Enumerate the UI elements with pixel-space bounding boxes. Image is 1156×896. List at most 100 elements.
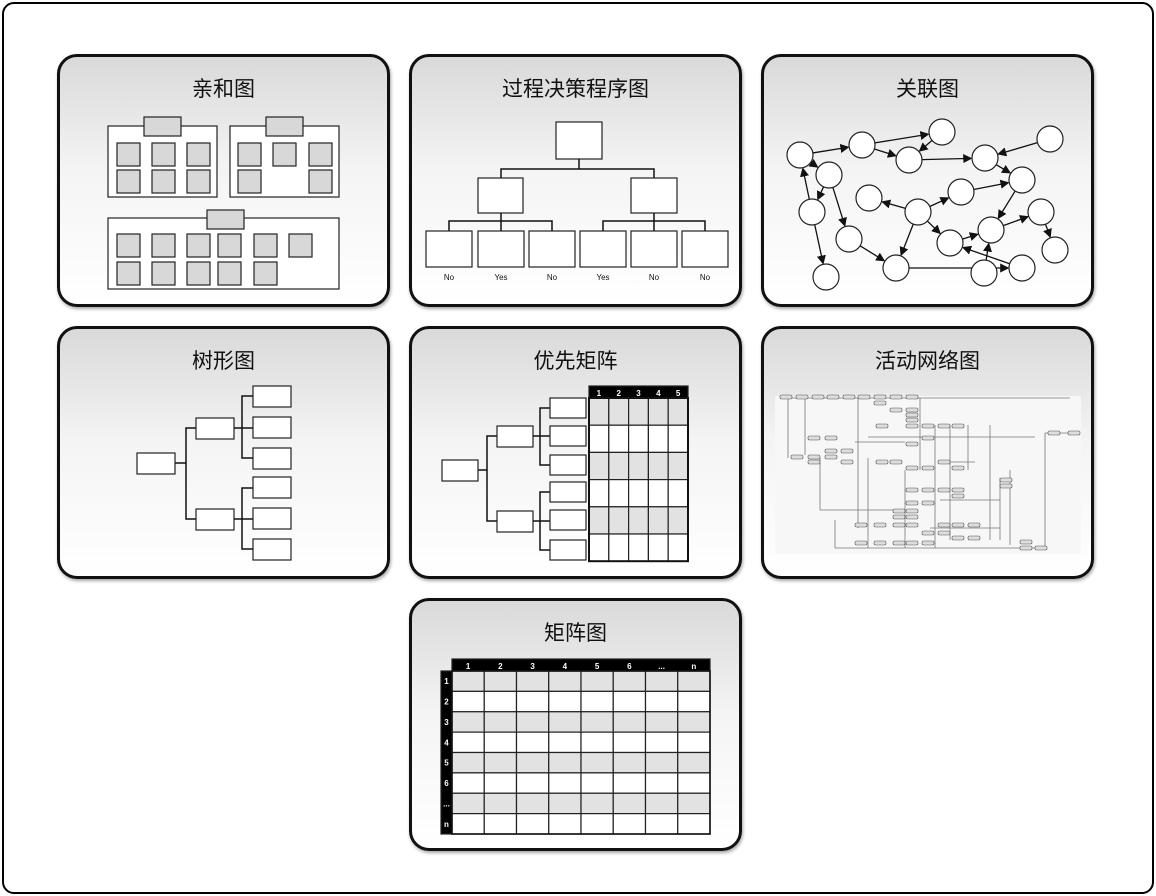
activity-node xyxy=(892,508,906,514)
matrix-cell xyxy=(647,451,669,481)
activity-node xyxy=(1067,430,1081,436)
activity-node xyxy=(937,530,951,536)
issue-node xyxy=(848,131,876,159)
relation-arrow xyxy=(859,245,886,262)
activity-node xyxy=(1047,430,1061,436)
activity-node xyxy=(951,535,965,541)
matrix-cell xyxy=(451,772,485,794)
column-label: 1 xyxy=(597,389,602,398)
activity-node xyxy=(854,540,868,546)
matrix-cell xyxy=(647,533,669,562)
relation-arrow xyxy=(973,179,1010,191)
affinity-card xyxy=(272,142,297,167)
activity-node xyxy=(905,407,919,413)
leaf-box xyxy=(252,476,292,499)
activity-node xyxy=(826,394,840,400)
decision-box xyxy=(630,177,678,214)
relations-diagram-panel: 关联图 xyxy=(761,54,1094,307)
activity-node xyxy=(937,522,951,528)
activity-node xyxy=(967,535,981,541)
activity-node xyxy=(842,394,856,400)
matrix-cell xyxy=(627,533,649,562)
matrix-cell xyxy=(548,711,582,733)
relation-arrow xyxy=(929,197,950,208)
relation-arrow xyxy=(983,242,992,261)
activity-node xyxy=(824,435,838,441)
column-label: 3 xyxy=(636,389,641,398)
matrix-cell xyxy=(677,731,711,754)
activity-node xyxy=(873,540,887,546)
activity-node xyxy=(921,540,935,546)
leaf-box xyxy=(549,539,587,561)
column-label: 4 xyxy=(656,389,661,398)
issue-node xyxy=(815,161,843,189)
matrix-cell xyxy=(667,451,689,481)
outcome-box xyxy=(477,230,525,268)
matrix-cell xyxy=(548,813,582,835)
activity-node xyxy=(807,459,821,465)
activity-node xyxy=(889,394,903,400)
leaf-box xyxy=(549,509,587,531)
matrix-cell xyxy=(677,813,711,835)
activity-node xyxy=(905,500,919,506)
matrix-cell xyxy=(548,772,582,794)
column-label: n xyxy=(691,662,696,671)
column-label: 6 xyxy=(627,662,632,671)
activity-node xyxy=(921,487,935,493)
relation-arrow xyxy=(995,164,1012,174)
matrix-cell xyxy=(451,751,485,774)
activity-node xyxy=(892,522,906,528)
activity-node xyxy=(807,454,821,460)
column-label: 2 xyxy=(616,389,621,398)
activity-node xyxy=(1019,539,1033,545)
matrix-cell xyxy=(677,670,711,692)
affinity-card xyxy=(288,233,313,258)
affinity-card xyxy=(186,169,211,194)
activity-node xyxy=(951,487,965,493)
matrix-border xyxy=(451,670,711,835)
matrix-cell xyxy=(677,772,711,794)
issue-node xyxy=(835,225,863,253)
activity-node xyxy=(905,423,919,429)
affinity-card xyxy=(116,233,141,258)
row-label: ... xyxy=(443,799,450,808)
activity-node xyxy=(892,514,906,520)
outcome-label: No xyxy=(700,273,711,282)
matrix-row-header xyxy=(440,670,453,835)
activity-node xyxy=(905,487,919,493)
diagram-graphic xyxy=(775,394,1081,554)
matrix-cell xyxy=(483,670,518,692)
matrix-cell xyxy=(644,690,679,713)
matrix-cell xyxy=(608,451,630,481)
relation-arrow xyxy=(874,148,897,158)
matrix-cell xyxy=(515,772,550,794)
matrix-cell xyxy=(515,813,550,835)
issue-node xyxy=(947,178,975,206)
matrix-cell xyxy=(608,479,630,508)
relation-arrow xyxy=(812,143,850,154)
relation-arrow xyxy=(997,142,1038,157)
activity-node xyxy=(1034,545,1048,551)
affinity-card xyxy=(116,169,141,194)
activity-node xyxy=(873,394,887,400)
activity-node xyxy=(811,394,825,400)
issue-node xyxy=(812,263,840,291)
activity-node xyxy=(951,522,965,528)
root-box xyxy=(441,459,479,482)
issue-node xyxy=(798,198,826,226)
tree-diagram-panel: 树形图 xyxy=(57,326,390,579)
activity-node xyxy=(905,417,919,423)
relation-arrow xyxy=(962,232,979,241)
activity-node xyxy=(905,540,919,546)
relation-arrow xyxy=(1043,223,1052,239)
activity-node xyxy=(873,400,887,406)
issue-node xyxy=(936,229,964,257)
panel-title: 关联图 xyxy=(896,77,959,101)
panel-title: 树形图 xyxy=(192,349,255,373)
issue-node xyxy=(786,141,814,169)
affinity-card xyxy=(237,169,262,194)
row-label: n xyxy=(444,820,449,829)
activity-node xyxy=(824,454,838,460)
